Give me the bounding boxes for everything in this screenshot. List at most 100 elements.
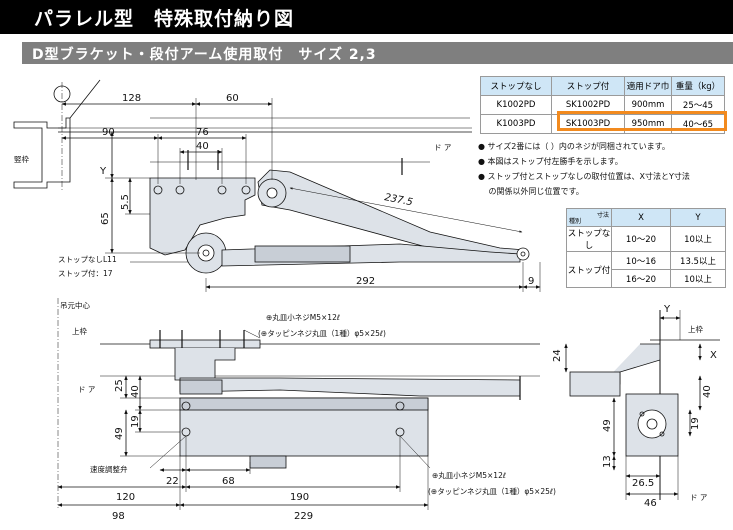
side-closer-body <box>625 393 679 457</box>
page-title: パラレル型 特殊取付納り図 <box>34 8 295 30</box>
leader-line <box>399 435 431 469</box>
subtitle-bar: D型ブラケット・段付アーム使用取付 サイズ 2,3 <box>22 42 733 64</box>
leader-line <box>243 329 261 339</box>
side-door-label: ド ア <box>690 493 707 502</box>
dim-25: 25 <box>114 379 125 392</box>
screw-hole <box>241 185 251 195</box>
xy-header-x: X <box>611 208 671 227</box>
side-pinion <box>637 409 667 439</box>
side-upper-frame-label: 上枠 <box>688 324 703 334</box>
page-subtitle: D型ブラケット・段付アーム使用取付 サイズ 2,3 <box>32 47 377 63</box>
dim-237-5: 237.5 <box>383 192 413 208</box>
screw-bottom-label-2: (⊕タッピンネジ丸皿（1種）φ5×25ℓ) <box>428 486 556 496</box>
side-arm-block <box>569 371 621 397</box>
side-dim-x: X <box>710 350 717 361</box>
dim-9: 9 <box>528 276 534 287</box>
dim-40: 40 <box>130 385 141 398</box>
side-pinion-pin <box>646 418 658 430</box>
front-view-labels: 吊元中心 上枠 ド ア 速度調整弁 ⊕丸皿小ネジM5×12ℓ (⊕タッピンネジ丸… <box>60 300 556 522</box>
side-dim-13: 13 <box>602 455 613 468</box>
front-view <box>57 298 540 510</box>
table-row: 16～20 10以上 <box>567 269 726 288</box>
dim-19: 19 <box>130 415 141 428</box>
dim-65: 65 <box>100 212 111 225</box>
door-label: ド ア <box>78 385 95 394</box>
table-row: ストップなし 10～20 10以上 <box>566 226 726 252</box>
spec-header-cell: ストップなし <box>480 76 552 96</box>
highlight-box <box>557 111 727 131</box>
screw-hole <box>153 185 163 195</box>
closer-top <box>179 397 429 411</box>
side-view <box>564 310 720 500</box>
arm-joint-inner <box>266 187 278 199</box>
note-line: ● ストップ付とストップなしの取付位置は、X寸法とY寸法 <box>478 172 690 181</box>
bracket-body <box>149 177 256 256</box>
door-arc <box>69 79 101 119</box>
dim-229: 229 <box>294 511 313 522</box>
speed-valve-label: 速度調整弁 <box>90 464 128 474</box>
arm-pivot-pin <box>202 249 210 257</box>
dim-190: 190 <box>290 492 309 503</box>
title-bar: パラレル型 特殊取付納り図 <box>0 0 733 34</box>
stop-none-label: ストップなしL11 <box>58 255 117 264</box>
dim-98: 98 <box>112 511 125 522</box>
note-line: ● 本図はストップ付左勝手を示します。 <box>478 157 623 166</box>
dim-60: 60 <box>226 93 239 104</box>
side-dim-46: 46 <box>644 498 657 509</box>
side-dim-40: 40 <box>702 385 713 398</box>
door-label: ド ア <box>434 143 451 152</box>
side-dim-24: 24 <box>552 349 563 362</box>
spec-table-header: ストップなし ストップ付 適用ドア巾 重量（kg） <box>480 76 725 96</box>
speed-valve <box>249 455 287 469</box>
dim-49: 49 <box>114 427 125 440</box>
dim-68: 68 <box>222 476 235 487</box>
side-dim-19: 19 <box>690 417 701 430</box>
arm-rod <box>254 245 351 263</box>
spec-table: ストップなし ストップ付 適用ドア巾 重量（kg） K1002PD SK1002… <box>480 76 725 134</box>
screw-bottom-label-1: ⊕丸皿小ネジM5×12ℓ <box>432 470 506 480</box>
dim-128: 128 <box>122 93 141 104</box>
mount-screw <box>181 401 191 411</box>
bracket-body <box>174 348 236 381</box>
upper-frame-label: 上枠 <box>72 326 87 336</box>
arm-pivot-inner <box>197 244 215 262</box>
xy-cell: ストップなし <box>566 226 612 252</box>
spec-header-cell: ストップ付 <box>551 76 625 96</box>
frame-profile <box>13 117 71 189</box>
top-view <box>13 79 541 292</box>
dim-76: 76 <box>196 127 209 138</box>
arm-end-pivot <box>516 247 530 261</box>
dim-5-5: 5.5 <box>120 194 131 210</box>
dim-y: Y <box>99 166 107 177</box>
frame-label: 竪枠 <box>14 154 29 164</box>
side-screw <box>659 431 665 437</box>
dim-22: 22 <box>166 476 179 487</box>
top-view-labels: 竪枠 ド ア ストップなしL11 ストップ付：17 128 60 90 76 4… <box>14 93 534 287</box>
side-screw <box>639 411 645 417</box>
side-view-labels: 上枠 ド ア Y X 24 40 49 19 13 26.5 46 <box>552 304 717 509</box>
arm-joint <box>179 379 223 395</box>
mount-screw <box>395 401 405 411</box>
dim-40: 40 <box>196 141 209 152</box>
xy-table: 寸法 種別 X Y ストップなし 10～20 10以上 ストップ付 10～16 … <box>566 208 726 288</box>
xy-corner-cell: 寸法 種別 <box>566 208 612 227</box>
notes: ● サイズ2番には（ ）内のネジが同梱されています。 ● 本図はストップ付左勝手… <box>478 139 690 199</box>
xy-cell: 10～20 <box>611 226 671 252</box>
screw-hole <box>217 185 227 195</box>
corner-top: 寸法 <box>596 212 609 219</box>
screw-top-label-2: (⊕タッピンネジ丸皿（1種）φ5×25ℓ) <box>258 328 386 338</box>
hinge-center-label: 吊元中心 <box>60 300 90 310</box>
corner-bottom: 種別 <box>569 218 582 225</box>
xy-cell: 10以上 <box>670 269 726 288</box>
note-line: の関係以外同じ位置です。 <box>478 187 584 196</box>
dim-120: 120 <box>116 492 135 503</box>
screw-hole <box>175 185 185 195</box>
leader-line <box>149 435 187 469</box>
dim-line <box>289 187 523 233</box>
side-dim-26-5: 26.5 <box>632 478 654 489</box>
side-dim-y: Y <box>663 304 671 315</box>
dim-90: 90 <box>102 127 115 138</box>
xy-cell: 13.5以上 <box>670 251 726 270</box>
side-dim-49: 49 <box>602 419 613 432</box>
